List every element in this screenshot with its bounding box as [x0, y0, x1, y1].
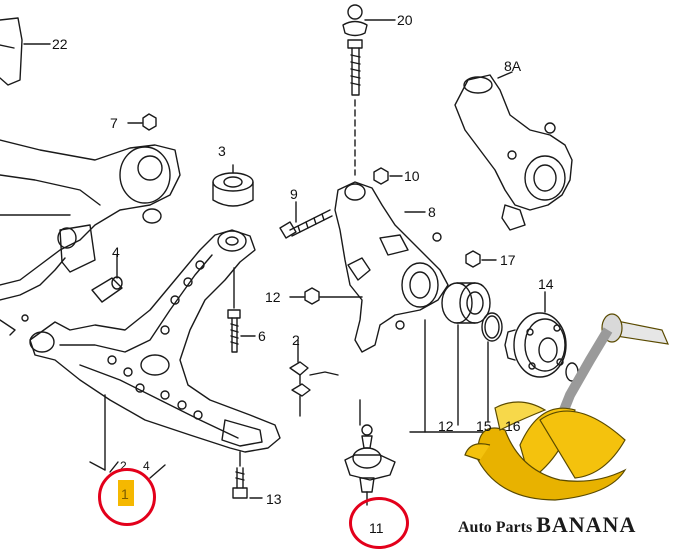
part-10-nut [373, 167, 403, 185]
part-15-circlip [481, 312, 503, 423]
callout-15: 15 [476, 418, 492, 434]
callout-9: 9 [290, 186, 298, 202]
part-16-bearing [441, 282, 491, 426]
part-9-bolt [279, 201, 333, 239]
part-1-control-arm [29, 229, 281, 479]
part-7-nut [127, 113, 157, 131]
part-2-link [289, 339, 339, 417]
brand-word-1: Auto Parts [458, 519, 533, 536]
brand-word-2: BANANA [536, 512, 637, 537]
part-8-knuckle [334, 181, 449, 353]
part-4-bushing [91, 254, 123, 303]
callout-13: 13 [266, 491, 282, 507]
callout-12-lower: 12 [438, 418, 454, 434]
part-17-nut [465, 250, 497, 268]
callout-14: 14 [538, 276, 554, 292]
callout-22: 22 [52, 36, 68, 52]
part-11-ball-joint [344, 399, 396, 506]
part-22-bracket [0, 17, 23, 86]
leader-lines [23, 43, 501, 433]
subframe [0, 139, 181, 336]
callout-6: 6 [258, 328, 266, 344]
banana-logo [464, 313, 669, 501]
callout-8a: 8A [504, 58, 522, 74]
brand-watermark: Auto Parts BANANA [458, 512, 636, 538]
part-20-bolt [342, 4, 396, 176]
part-13-bolt [232, 451, 263, 499]
callout-7: 7 [110, 115, 118, 131]
callout-10: 10 [404, 168, 420, 184]
highlight-circle-part-11 [349, 497, 409, 549]
callout-17: 17 [500, 252, 516, 268]
part-8a-knuckle [454, 71, 573, 231]
callout-2-lower: 2 [120, 459, 127, 473]
part-12-nut [289, 287, 363, 305]
highlight-circle-part-1 [98, 468, 156, 526]
callout-20: 20 [397, 12, 413, 28]
callout-8: 8 [428, 204, 436, 220]
part-6-bolt [227, 267, 256, 353]
callout-3: 3 [218, 143, 226, 159]
callout-4-lower: 4 [143, 459, 150, 473]
part-3-bushing [212, 164, 254, 207]
callout-4-upper: 4 [112, 244, 120, 260]
callout-12-upper: 12 [265, 289, 281, 305]
callout-16: 16 [505, 418, 521, 434]
callout-2-upper: 2 [292, 332, 300, 348]
part-14-hub [504, 291, 579, 382]
